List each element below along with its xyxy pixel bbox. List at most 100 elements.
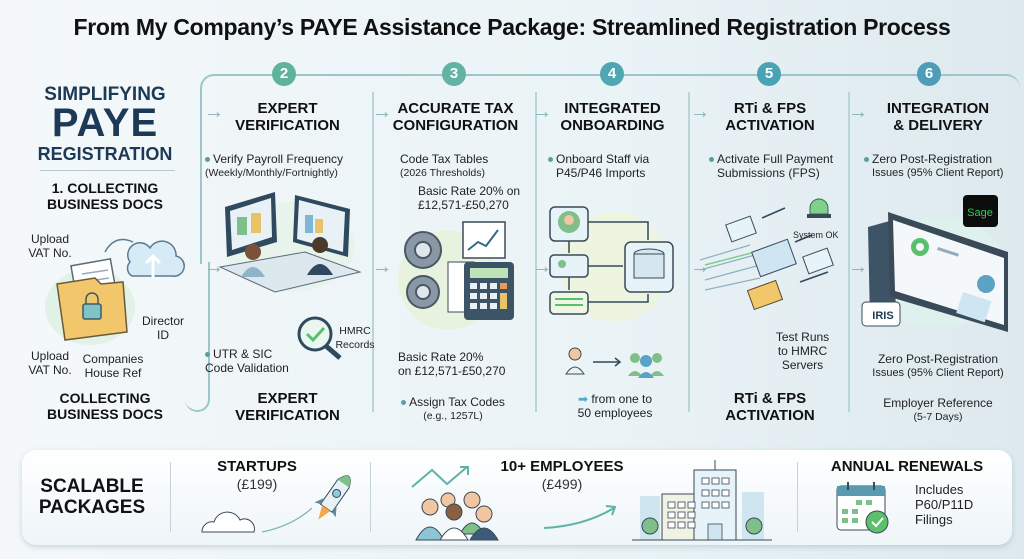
callout-main: UTR & SIC [213, 347, 273, 361]
callout-sub: to HMRC Servers [777, 344, 828, 372]
arrow-right-icon: → [532, 256, 552, 278]
package-annual-renewals-detail: Includes P60/P11D Filings [915, 482, 995, 527]
office-building-icon [632, 460, 772, 541]
step-4-heading: INTEGRATED ONBOARDING [540, 100, 685, 134]
callout-sub: on £12,571-£50,270 [398, 364, 506, 378]
divider [170, 462, 171, 532]
callout-main: Test Runs [775, 330, 830, 344]
step-6-heading: INTEGRATION & DELIVERY [858, 100, 1018, 134]
divider [535, 92, 537, 412]
callout-sub: Submissions (FPS) [717, 166, 820, 180]
callout-main: Zero Post-Registration [877, 352, 999, 366]
package-10plus-price: (£499) [541, 476, 583, 492]
step-4-heading-l2: ONBOARDING [560, 117, 665, 134]
callout-basic-rate-top: Basic Rate 20% on £12,571-£50,270 [418, 184, 538, 212]
step-2-expert-verification: EXPERT VERIFICATION Verify Payroll Frequ… [205, 62, 375, 442]
step-4-heading-l1: INTEGRATED [564, 100, 661, 117]
arrow-right-icon: → [204, 256, 224, 278]
arrow-right-icon: → [204, 101, 224, 123]
callout-sub: Records [335, 339, 375, 351]
callout-sub: (2026 Thresholds) [400, 167, 486, 179]
callout-main: Employer Reference [883, 396, 993, 410]
callout-companies-house: Companies House Ref [82, 352, 144, 380]
step-1-collecting-docs: SIMPLIFYING PAYE REGISTRATION 1. COLLECT… [0, 62, 200, 442]
callout-employer-reference: Employer Reference (5-7 Days) [858, 396, 1018, 424]
calendar-check-icon [836, 482, 889, 534]
step-5-heading-l2: ACTIVATION [725, 117, 815, 134]
divider [797, 462, 798, 532]
callout-zero-issues-bottom: Zero Post-Registration Issues (95% Clien… [858, 352, 1018, 380]
callout-main: Verify Payroll Frequency [213, 152, 344, 166]
step-2-footer: EXPERT VERIFICATION [205, 390, 370, 424]
callout-system-ok: System OK [793, 230, 839, 240]
callout-main: Zero Post-Registration [872, 152, 993, 166]
callout-main: Onboard Staff via [556, 152, 650, 166]
one-to-many-employees-icon [565, 347, 664, 378]
package-10plus-name: 10+ EMPLOYEES [500, 458, 624, 475]
callout-main: Assign Tax Codes [409, 395, 505, 409]
callout-sub: £12,571-£50,270 [418, 198, 509, 212]
callout-zero-issues-top: Zero Post-Registration Issues (95% Clien… [864, 152, 1024, 180]
callout-sub: P45/P46 Imports [556, 166, 646, 180]
rocket-icon [201, 475, 351, 533]
folder-lock-cloud-illustration [45, 238, 185, 345]
divider [688, 92, 690, 412]
step-3-heading: ACCURATE TAX CONFIGURATION [378, 100, 533, 134]
intro-line-3: REGISTRATION [37, 144, 173, 164]
step-6-heading-l2: & DELIVERY [893, 117, 983, 134]
step-badge-6: 6 [917, 62, 941, 86]
step-2-footer-l1: EXPERT [257, 390, 318, 407]
scalable-packages-panel: SCALABLE PACKAGES STARTUPS (£199) 10+ EM… [22, 450, 1012, 545]
step-5-heading-l1: RTi & FPS [733, 100, 807, 117]
callout-main: Basic Rate 20% [398, 350, 484, 364]
step-2-heading: EXPERT VERIFICATION [205, 100, 370, 134]
callout-sub: (5-7 Days) [913, 411, 963, 423]
envelopes-sending-illustration [700, 198, 834, 311]
arrow-right-icon: → [690, 256, 710, 278]
step-5-heading: RTi & FPS ACTIVATION [695, 100, 845, 134]
bullet-dot [401, 400, 407, 406]
payroll-dashboard-illustration: Sage IRIS [861, 195, 1008, 332]
step-6-integration-delivery: INTEGRATION & DELIVERY Zero Post-Registr… [858, 62, 1018, 442]
staff-to-database-illustration [549, 206, 674, 322]
callout-onboard-staff: Onboard Staff via P45/P46 Imports [548, 152, 683, 180]
step-5-rti-fps-activation: RTi & FPS ACTIVATION Activate Full Payme… [695, 62, 845, 442]
callout-activate-fps: Activate Full Payment Submissions (FPS) [709, 152, 849, 180]
process-flow: → → → → → → → → → → 2 3 4 5 6 SIMPLIFYIN… [0, 62, 1024, 442]
callout-main: HMRC [339, 325, 371, 337]
intro-line-2: PAYE [51, 101, 159, 145]
step-5-footer: RTi & FPS ACTIVATION [695, 390, 845, 424]
callout-sub: (e.g., 1257L) [423, 410, 483, 422]
step-badge-2: 2 [272, 62, 296, 86]
callout-sub: Code Validation [205, 361, 289, 375]
flow-connector-bottom [185, 262, 210, 412]
callout-director-id: Director ID [141, 314, 184, 342]
step-2-heading-l2: VERIFICATION [235, 117, 340, 134]
iris-logo: IRIS [872, 310, 893, 322]
step-badge-4: 4 [600, 62, 624, 86]
callout-upload-vat-1: Upload VAT No. [28, 232, 72, 260]
callout-sub: Issues (95% Client Report) [872, 367, 1004, 379]
callout-assign-tax-codes: Assign Tax Codes (e.g., 1257L) [378, 395, 528, 423]
callout-one-to-fifty: ➡ from one to 50 employees [550, 392, 680, 420]
step-3-heading-l1: ACCURATE TAX [397, 100, 514, 117]
step-2-heading-l1: EXPERT [257, 100, 318, 117]
detail-line-2: P60/P11D [915, 497, 974, 512]
sage-logo: Sage [967, 207, 993, 219]
arrow-right-icon: → [532, 101, 552, 123]
step-3-heading-l2: CONFIGURATION [392, 117, 519, 134]
callout-main: Activate Full Payment [717, 152, 834, 166]
arrow-right-icon: → [848, 101, 868, 123]
bullet-dot [709, 157, 714, 163]
divider [40, 170, 175, 171]
arrow-right-icon: → [848, 256, 868, 278]
callout-main: Code Tax Tables [400, 152, 489, 166]
bullet-dot [548, 157, 553, 163]
callout-upload-vat-2: Upload VAT No. [28, 349, 72, 377]
step-1-footer-l2: BUSINESS DOCS [47, 406, 163, 422]
step-1-heading-l1: 1. COLLECTING [51, 180, 159, 196]
callout-tax-tables: Code Tax Tables (2026 Thresholds) [400, 152, 530, 180]
bullet-dot [864, 157, 869, 163]
magnifier-check-icon [297, 316, 342, 360]
step-5-footer-l1: RTi & FPS [733, 390, 807, 407]
